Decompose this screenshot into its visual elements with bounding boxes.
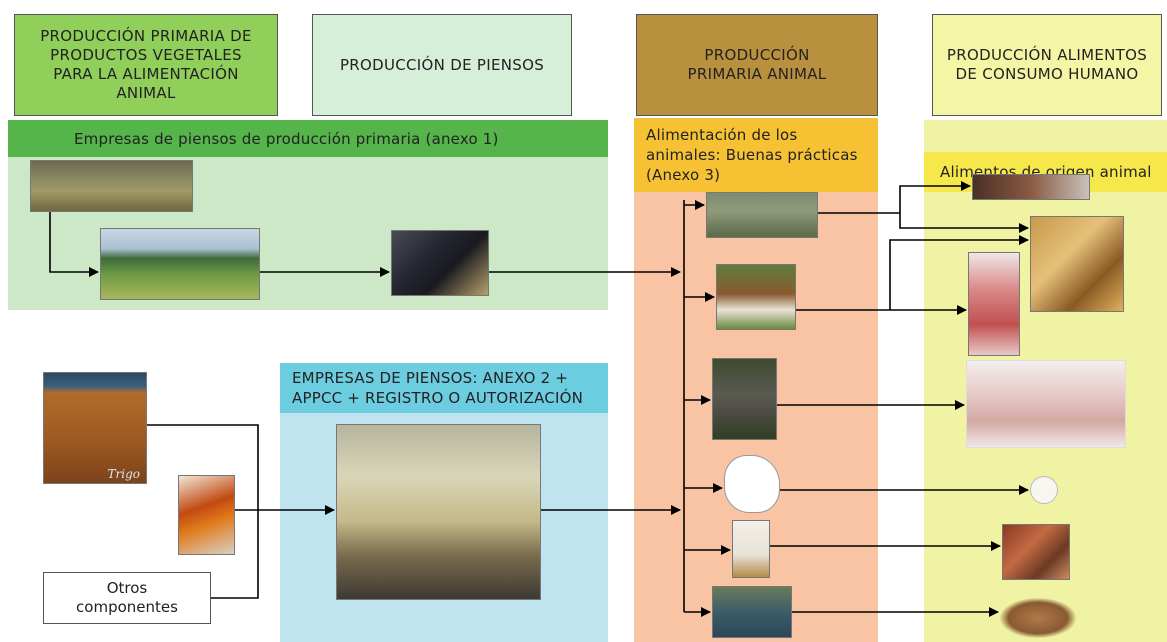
other-components-box: Otros componentes xyxy=(43,572,211,624)
sheep-image xyxy=(706,192,818,238)
wheat-field-image: Trigo xyxy=(43,372,147,484)
animal-feeding-label: Alimentación de los animales: Buenas prá… xyxy=(646,126,858,184)
fish-farm-image xyxy=(712,586,792,638)
grass-field-image xyxy=(30,160,193,212)
primary-feed-companies-band: Empresas de piensos de producción primar… xyxy=(8,120,608,157)
arrow-sheep-to-lamb xyxy=(818,181,971,214)
header-feed-production: PRODUCCIÓN DE PIENSOS xyxy=(312,14,572,116)
egg-image xyxy=(1030,476,1058,504)
primary-feed-companies-label: Empresas de piensos de producción primar… xyxy=(74,129,499,148)
control-room-image xyxy=(336,424,541,600)
flatfish-image xyxy=(1000,598,1076,638)
other-components-label: Otros componentes xyxy=(76,579,178,616)
hen-image xyxy=(732,520,770,578)
header-primary-animal-production: PRODUCCIÓN PRIMARIA ANIMAL xyxy=(636,14,878,116)
lamb-carcass-image xyxy=(972,174,1090,200)
arrow-sheep-to-dairy xyxy=(899,213,1029,233)
corn-image xyxy=(178,475,235,555)
hay-field-image xyxy=(100,228,260,300)
feed-companies-label: EMPRESAS DE PIENSOS: ANEXO 2 + APPCC + R… xyxy=(292,369,584,407)
arrow-cow-to-dairy xyxy=(889,235,1029,310)
header-human-food-production: PRODUCCIÓN ALIMENTOS DE CONSUMO HUMANO xyxy=(932,14,1162,116)
pork-carcasses-image xyxy=(966,360,1126,448)
pig-image xyxy=(712,358,777,440)
header-primary-animal-text: PRODUCCIÓN PRIMARIA ANIMAL xyxy=(687,46,827,83)
chicken-drawing xyxy=(724,455,780,513)
arrow-grass-to-field xyxy=(49,212,99,277)
header-human-food-text: PRODUCCIÓN ALIMENTOS DE CONSUMO HUMANO xyxy=(946,46,1148,83)
hay-bale-image xyxy=(391,230,489,296)
beef-side-image xyxy=(968,252,1020,356)
header-feed-production-text: PRODUCCIÓN DE PIENSOS xyxy=(339,55,545,74)
dairy-products-image xyxy=(1030,216,1124,312)
header-primary-plant-production: PRODUCCIÓN PRIMARIA DE PRODUCTOS VEGETAL… xyxy=(14,14,278,116)
cow-image xyxy=(716,264,796,330)
line-wheat xyxy=(147,424,259,599)
animal-feeding-band: Alimentación de los animales: Buenas prá… xyxy=(634,118,878,192)
header-primary-plant-text: PRODUCCIÓN PRIMARIA DE PRODUCTOS VEGETAL… xyxy=(40,27,252,102)
feed-companies-band: EMPRESAS DE PIENSOS: ANEXO 2 + APPCC + R… xyxy=(280,363,608,413)
sausages-image xyxy=(1002,524,1070,580)
wheat-caption: Trigo xyxy=(107,467,140,481)
